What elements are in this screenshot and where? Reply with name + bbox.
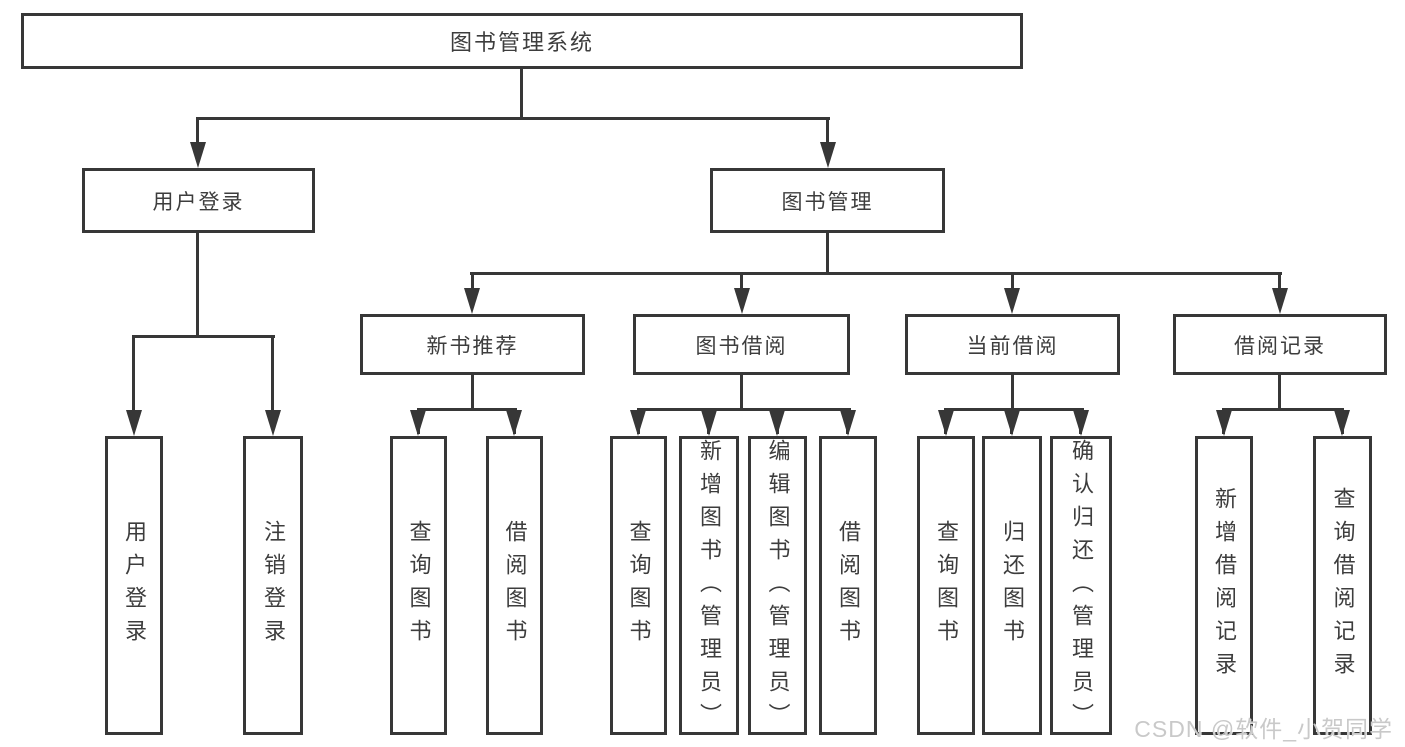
connector — [520, 69, 523, 117]
leaf-bb-add-book-admin: 新增图书（管理员） — [679, 436, 739, 736]
arrowhead-down-icon — [1216, 410, 1232, 436]
leaf-bb-edit-book-admin: 编辑图书（管理员） — [748, 436, 807, 736]
arrowhead-down-icon — [1073, 410, 1089, 436]
arrowhead-down-icon — [734, 288, 750, 314]
arrowhead-down-icon — [265, 410, 281, 436]
arrowhead-down-icon — [190, 142, 206, 168]
arrowhead-down-icon — [938, 410, 954, 436]
leaf-rec-query-book: 查询图书 — [390, 436, 447, 735]
connector — [826, 117, 829, 145]
arrowhead-down-icon — [410, 410, 426, 436]
connector — [271, 335, 274, 412]
connector — [470, 272, 1282, 275]
node-borrow-records: 借阅记录 — [1173, 314, 1387, 375]
leaf-cb-query-book: 查询图书 — [917, 436, 975, 735]
connector — [1278, 272, 1281, 290]
arrowhead-down-icon — [820, 142, 836, 168]
leaf-br-query-record: 查询借阅记录 — [1313, 436, 1372, 735]
arrowhead-down-icon — [630, 410, 646, 436]
connector — [196, 117, 199, 145]
leaf-bb-query-book: 查询图书 — [610, 436, 667, 735]
connector — [132, 335, 135, 412]
connector — [740, 272, 743, 290]
connector — [471, 375, 474, 408]
arrowhead-down-icon — [1004, 410, 1020, 436]
connector — [740, 375, 743, 408]
csdn-watermark: CSDN @软件_小贺同学 — [1134, 716, 1393, 742]
arrowhead-down-icon — [1004, 288, 1020, 314]
arrowhead-down-icon — [840, 410, 856, 436]
connector — [196, 117, 830, 120]
leaf-rec-borrow-book: 借阅图书 — [486, 436, 543, 735]
connector — [637, 408, 851, 411]
arrowhead-down-icon — [1272, 288, 1288, 314]
connector — [471, 272, 474, 290]
arrowhead-down-icon — [769, 410, 785, 436]
arrowhead-down-icon — [701, 410, 717, 436]
node-new-book-recommend: 新书推荐 — [360, 314, 585, 375]
connector — [1278, 375, 1281, 408]
arrowhead-down-icon — [506, 410, 522, 436]
connector — [132, 335, 275, 338]
leaf-cb-confirm-return-admin: 确认归还（管理员） — [1050, 436, 1112, 736]
leaf-br-add-record: 新增借阅记录 — [1195, 436, 1253, 735]
arrowhead-down-icon — [1334, 410, 1350, 436]
connector — [826, 233, 829, 272]
leaf-cb-return-book: 归还图书 — [982, 436, 1042, 735]
node-user-login: 用户登录 — [82, 168, 315, 233]
connector — [1222, 408, 1344, 411]
connector — [196, 233, 199, 335]
arrowhead-down-icon — [126, 410, 142, 436]
arrowhead-down-icon — [464, 288, 480, 314]
leaf-bb-borrow-book: 借阅图书 — [819, 436, 877, 735]
leaf-logout: 注销登录 — [243, 436, 303, 735]
connector — [944, 408, 1084, 411]
node-book-management: 图书管理 — [710, 168, 945, 233]
node-book-borrow: 图书借阅 — [633, 314, 850, 375]
node-library-system: 图书管理系统 — [21, 13, 1023, 69]
node-current-borrow: 当前借阅 — [905, 314, 1120, 375]
connector — [1011, 272, 1014, 290]
connector — [1011, 375, 1014, 408]
leaf-user-login: 用户登录 — [105, 436, 163, 735]
connector — [417, 408, 517, 411]
